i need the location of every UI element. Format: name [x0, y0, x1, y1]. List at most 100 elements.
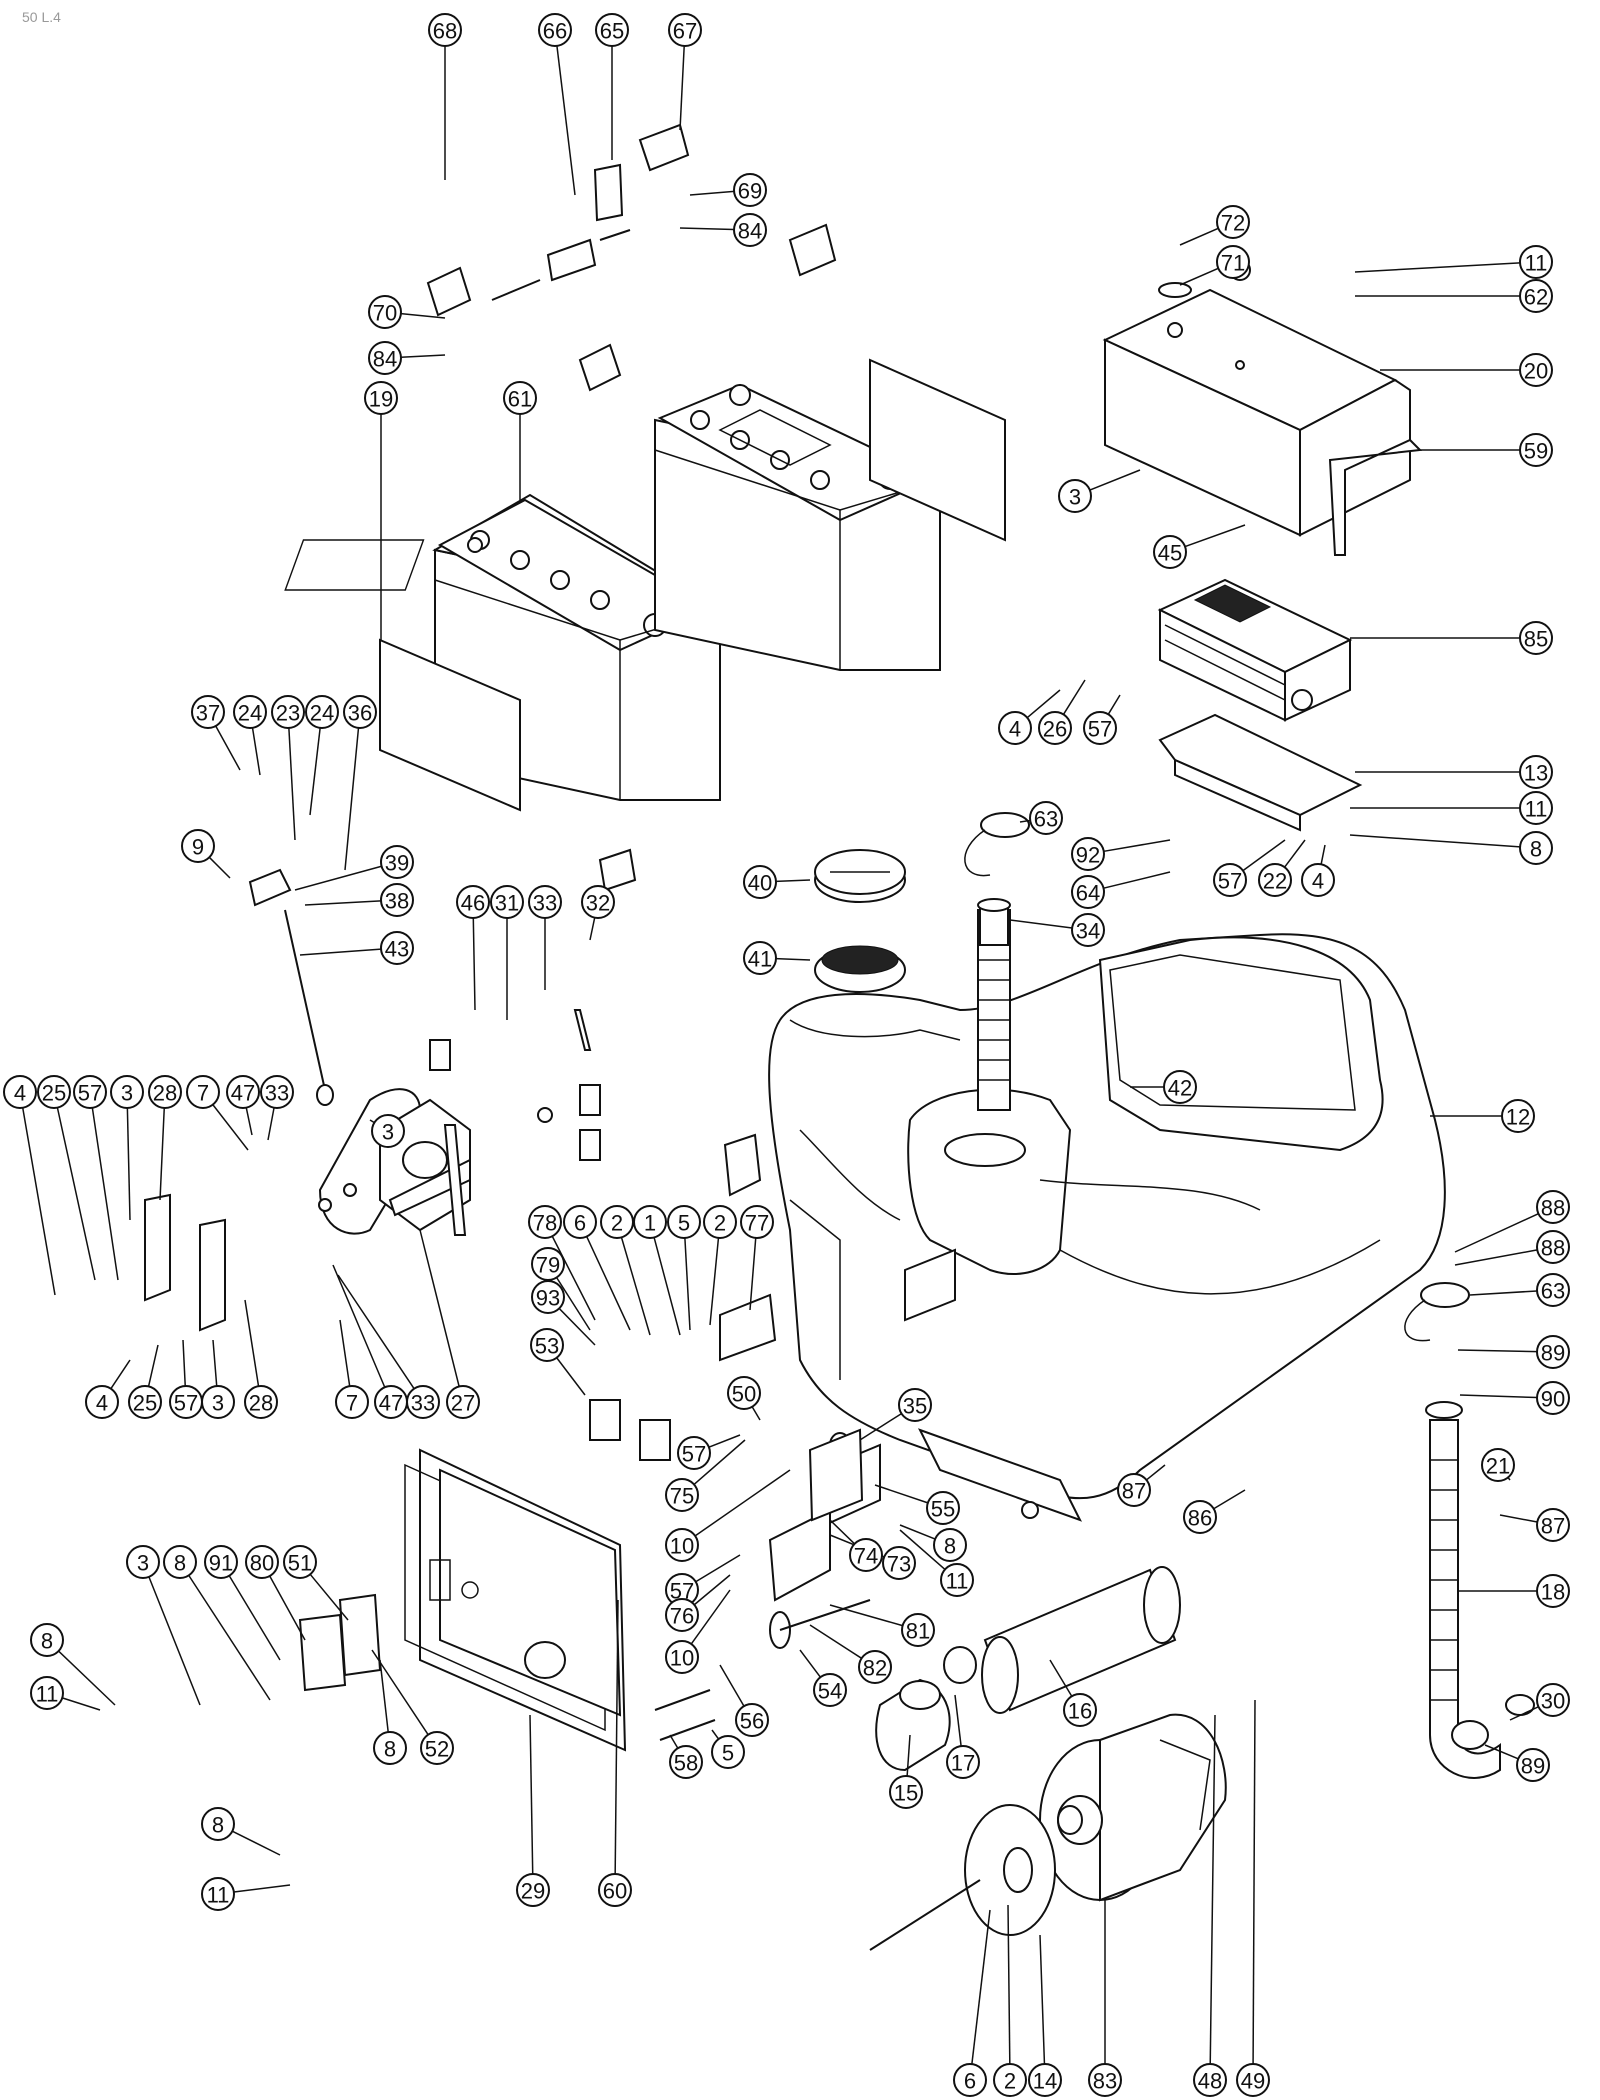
- leader-line-46: [472, 917, 476, 1011]
- tank-cap: [814, 849, 906, 903]
- leader-line-32: [589, 917, 596, 941]
- callout-number: 11: [207, 1883, 230, 1908]
- callout-number: 8: [944, 1534, 956, 1559]
- callout-circle: [244, 1385, 278, 1419]
- callout-number: 33: [533, 891, 557, 916]
- callout-23: 23: [271, 695, 305, 729]
- callout-number: 54: [818, 1679, 842, 1704]
- leader-line-8: [58, 1650, 116, 1706]
- leader-line-11: [1354, 262, 1521, 273]
- callout-9: 9: [181, 829, 215, 863]
- callout-92: 92: [1071, 837, 1105, 871]
- callout-57: 57: [169, 1385, 203, 1419]
- callout-84: 84: [733, 213, 767, 247]
- callout-number: 3: [382, 1120, 394, 1145]
- callout-7: 7: [186, 1075, 220, 1109]
- callout-32: 32: [581, 885, 615, 919]
- leader-line-57: [91, 1107, 119, 1281]
- leader-line-54: [799, 1649, 822, 1678]
- callout-number: 21: [1486, 1454, 1510, 1479]
- callout-number: 22: [1263, 869, 1287, 894]
- callout-number: 40: [748, 871, 772, 896]
- callout-circle: [898, 1388, 932, 1422]
- leader-line-11: [233, 1884, 291, 1893]
- callout-2: 2: [703, 1205, 737, 1239]
- callout-number: 48: [1198, 2069, 1222, 2094]
- callout-number: 37: [196, 701, 220, 726]
- callout-number: 70: [373, 301, 397, 326]
- switch-plate: [298, 1613, 347, 1692]
- callout-number: 57: [78, 1081, 102, 1106]
- callout-29: 29: [516, 1873, 550, 1907]
- callout-25: 25: [128, 1385, 162, 1419]
- callout-number: 75: [670, 1484, 694, 1509]
- leader-line-8: [188, 1574, 271, 1701]
- callout-circle: [669, 1745, 703, 1779]
- callout-number: 52: [425, 1737, 449, 1762]
- callout-53: 53: [530, 1328, 564, 1362]
- callout-circle: [1088, 2063, 1122, 2097]
- callout-number: 32: [586, 891, 610, 916]
- callout-number: 81: [906, 1619, 930, 1644]
- leader-line-4: [1026, 689, 1061, 719]
- callout-87: 87: [1117, 1473, 1151, 1507]
- callout-number: 42: [1168, 1076, 1192, 1101]
- leader-line-15: [906, 1734, 911, 1777]
- callout-circle: [30, 1676, 64, 1710]
- callout-circle: [1236, 2063, 1270, 2097]
- leader-line-84: [679, 227, 735, 231]
- callout-number: 57: [174, 1391, 198, 1416]
- leader-line-1: [653, 1237, 681, 1336]
- callout-circle: [1153, 535, 1187, 569]
- callout-number: 14: [1033, 2069, 1057, 2094]
- callout-number: 20: [1524, 359, 1548, 384]
- callout-number: 85: [1524, 627, 1548, 652]
- callout-39: 39: [380, 845, 414, 879]
- battery-cables: [426, 123, 837, 392]
- callout-42: 42: [1163, 1070, 1197, 1104]
- callout-number: 34: [1076, 919, 1100, 944]
- callout-number: 33: [265, 1081, 289, 1106]
- callout-60: 60: [598, 1873, 632, 1907]
- callout-circle: [1083, 711, 1117, 745]
- motor-gasket: [964, 1804, 1056, 1936]
- callout-5: 5: [711, 1735, 745, 1769]
- callout-43: 43: [380, 931, 414, 965]
- callout-circle: [531, 1280, 565, 1314]
- leader-line-41: [775, 957, 811, 961]
- callout-circle: [406, 1385, 440, 1419]
- callout-number: 16: [1068, 1699, 1092, 1724]
- callout-circle: [1071, 875, 1105, 909]
- callout-number: 28: [153, 1081, 177, 1106]
- callout-number: 8: [1530, 837, 1542, 862]
- callout-number: 25: [42, 1081, 66, 1106]
- hose-clamp: [943, 1646, 977, 1684]
- callout-number: 35: [903, 1394, 927, 1419]
- callout-circle: [85, 1385, 119, 1419]
- callout-circle: [163, 1545, 197, 1579]
- callout-37: 37: [191, 695, 225, 729]
- callout-number: 87: [1122, 1479, 1146, 1504]
- leader-line-38: [304, 900, 382, 906]
- callout-circle: [1258, 863, 1292, 897]
- callout-number: 88: [1541, 1236, 1565, 1261]
- leader-line-88: [1454, 1212, 1539, 1253]
- callout-number: 11: [1525, 251, 1548, 276]
- leader-line-51: [309, 1573, 349, 1621]
- callout-circle: [283, 1545, 317, 1579]
- leader-line-5: [711, 1729, 720, 1740]
- callout-11: 11: [1519, 791, 1553, 825]
- callout-69: 69: [733, 173, 767, 207]
- callout-circle: [665, 1640, 699, 1674]
- charger-unit: [1157, 578, 1353, 722]
- callout-number: 67: [673, 19, 697, 44]
- leader-line-39: [294, 865, 382, 891]
- callout-1: 1: [633, 1205, 667, 1239]
- callout-24: 24: [233, 695, 267, 729]
- callout-91: 91: [204, 1545, 238, 1579]
- battery-pad-right: [869, 358, 1006, 542]
- callout-4: 4: [3, 1075, 37, 1109]
- callout-circle: [380, 845, 414, 879]
- callout-18: 18: [1536, 1574, 1570, 1608]
